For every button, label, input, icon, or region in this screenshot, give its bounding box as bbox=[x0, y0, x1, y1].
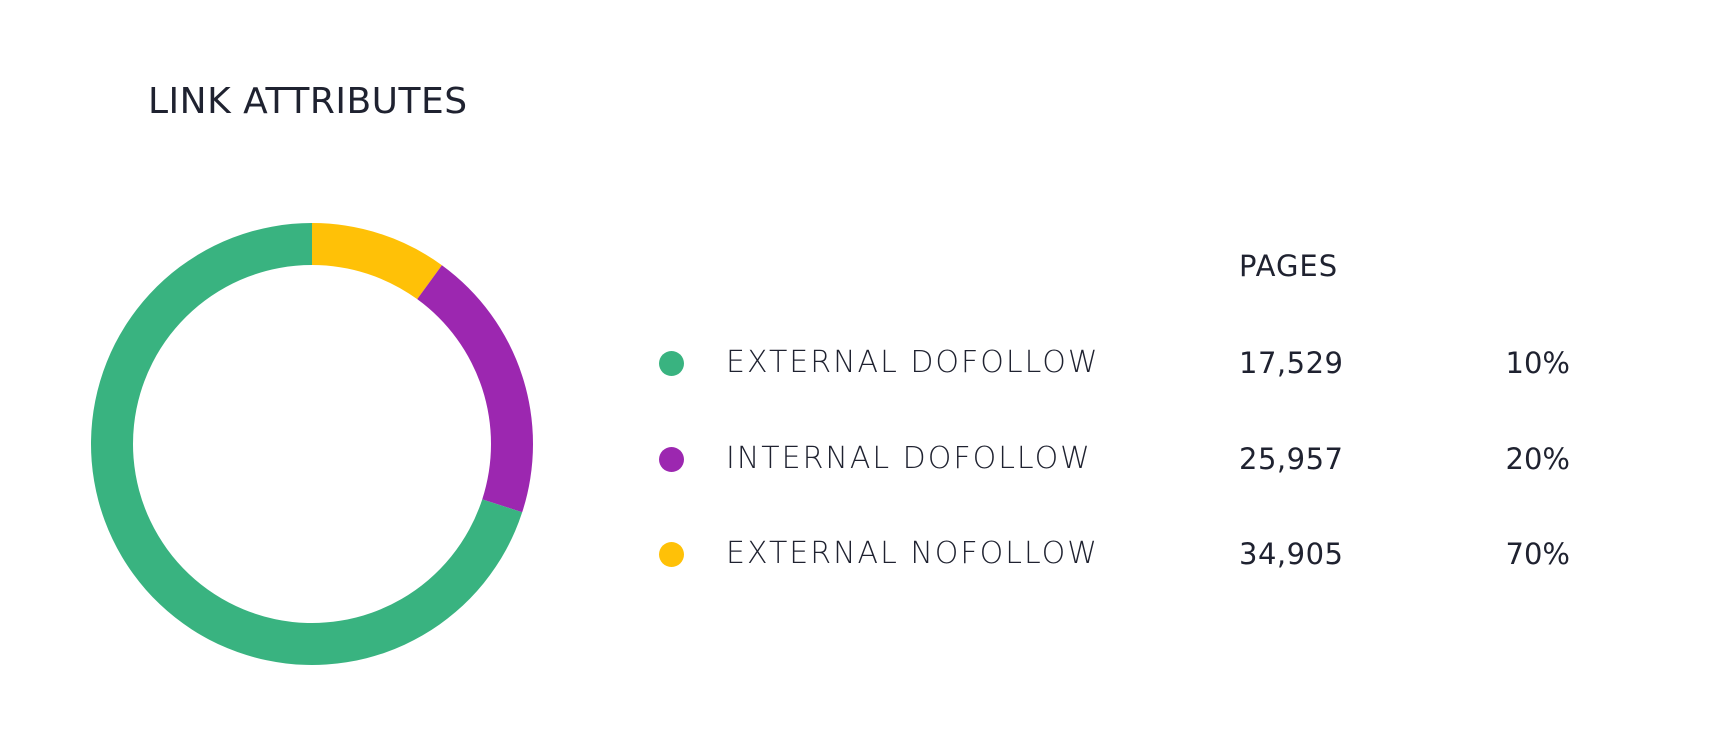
legend-row-external-nofollow: EXTERNAL NOFOLLOW 34,905 70% bbox=[0, 534, 1725, 574]
donut-segment-external-nofollow bbox=[312, 223, 442, 300]
legend-pages-value: 34,905 bbox=[1239, 537, 1344, 571]
donut-segment-internal-dofollow bbox=[417, 265, 533, 513]
legend-pages-value: 25,957 bbox=[1239, 442, 1344, 476]
legend-dot-external-dofollow bbox=[659, 351, 684, 376]
legend-percent-value: 70% bbox=[1505, 537, 1570, 571]
legend-label: INTERNAL DOFOLLOW bbox=[726, 441, 1092, 476]
legend-percent-value: 10% bbox=[1505, 346, 1570, 380]
legend-percent-value: 20% bbox=[1505, 442, 1570, 476]
legend-row-external-dofollow: EXTERNAL DOFOLLOW 17,529 10% bbox=[0, 343, 1725, 383]
legend-dot-external-nofollow bbox=[659, 542, 684, 567]
legend-pages-value: 17,529 bbox=[1239, 346, 1344, 380]
chart-title: LINK ATTRIBUTES bbox=[148, 81, 468, 122]
legend-dot-internal-dofollow bbox=[659, 447, 684, 472]
legend-row-internal-dofollow: INTERNAL DOFOLLOW 25,957 20% bbox=[0, 439, 1725, 479]
legend-label: EXTERNAL DOFOLLOW bbox=[726, 345, 1100, 380]
legend-label: EXTERNAL NOFOLLOW bbox=[726, 536, 1099, 571]
pages-column-header: PAGES bbox=[1239, 249, 1339, 283]
